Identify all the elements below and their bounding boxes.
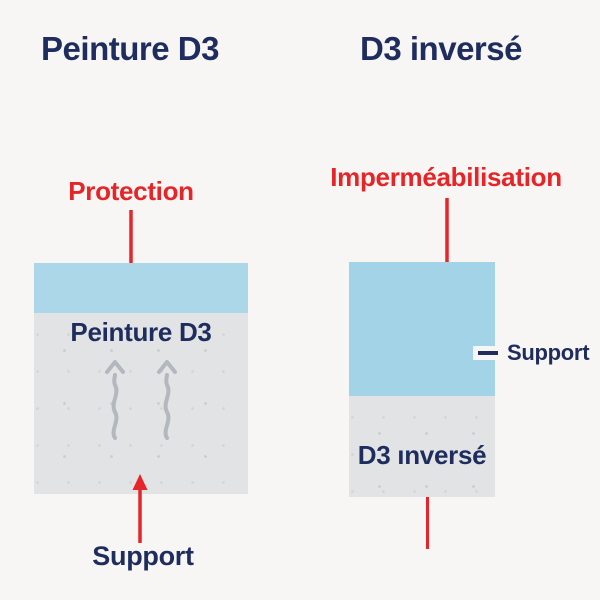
leader-dash-icon	[478, 351, 498, 355]
right-support-layer: D3 ınversé	[349, 396, 495, 497]
moisture-arrows	[104, 360, 178, 440]
arrow-up-icon	[132, 474, 148, 543]
right-block-label: D3 ınversé	[357, 440, 487, 470]
protection-label: Protection	[68, 176, 194, 206]
impermeabilisation-label: Imperméabilisation	[330, 162, 562, 192]
left-block-label: Peinture D3	[70, 317, 212, 347]
right-panel-title: D3 inversé	[360, 30, 522, 67]
right-material-block: D3 ınversé	[349, 262, 495, 497]
right-support-callout: Support	[478, 340, 590, 365]
left-support-layer: Peinture D3	[34, 313, 248, 494]
left-support-label: Support	[92, 541, 194, 571]
protection-layer	[34, 263, 248, 313]
red-vertical-line	[426, 497, 429, 549]
right-support-label: Support	[507, 340, 590, 365]
left-material-block: Peinture D3	[34, 263, 248, 494]
waterproofing-layer	[349, 262, 495, 396]
wavy-arrow-up-icon	[157, 360, 177, 440]
left-panel-title: Peinture D3	[41, 30, 219, 67]
wavy-arrow-up-icon	[105, 360, 125, 440]
